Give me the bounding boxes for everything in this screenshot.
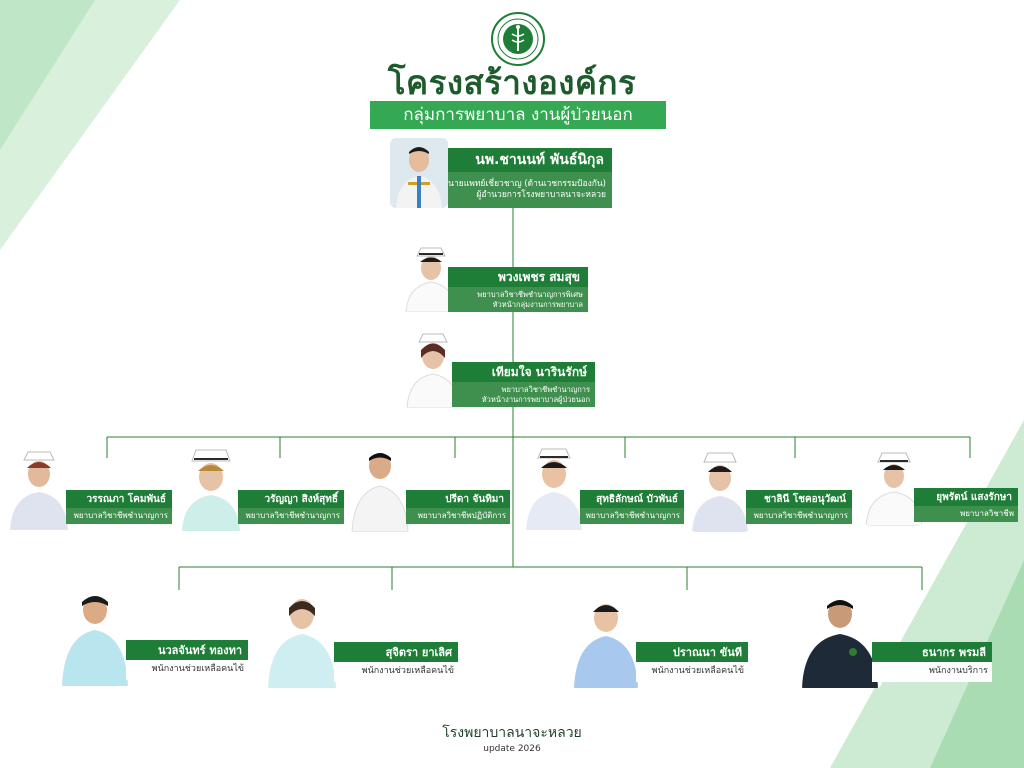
director-photo — [390, 138, 448, 208]
avatar-nurse-icon — [10, 451, 68, 530]
nurse-position: พยาบาลวิชาชีพปฏิบัติการ — [406, 508, 510, 524]
nurse-photo — [178, 447, 244, 531]
nurse-position: พยาบาลวิชาชีพ — [914, 506, 1018, 522]
nursing-head-positions: พยาบาลวิชาชีพชำนาญการพิเศษ หัวหน้ากลุ่มง… — [448, 287, 588, 312]
avatar-nurse-icon — [865, 452, 923, 526]
avatar-uniform-icon — [574, 604, 638, 688]
avatar-uniform-icon — [268, 599, 336, 688]
avatar-uniform-icon — [351, 453, 409, 532]
director-position-1: นายแพทย์เชี่ยวชาญ (ด้านเวชกรรมป้องกัน) — [448, 179, 606, 190]
nurse-name: ปรีดา จันทิมา — [406, 490, 510, 508]
opd-head-name: เทียมใจ นารินรักษ์ — [452, 362, 595, 382]
staff-photo — [798, 590, 882, 688]
avatar-nurse-icon — [406, 333, 460, 408]
avatar-nurse-icon — [182, 449, 240, 531]
page-title: โครงสร้างองค์กร — [387, 63, 637, 102]
staff-name: นวลจันทร์ ทองทา — [126, 640, 248, 660]
nurse-position: พยาบาลวิชาชีพชำนาญการ — [238, 508, 344, 524]
nurse-position: พยาบาลวิชาชีพชำนาญการ — [746, 508, 852, 524]
nurse-name: ชาลินี โชคอนุวัฒน์ — [746, 490, 852, 508]
director-position-2: ผู้อำนวยการโรงพยาบาลนาจะหลวย — [476, 190, 606, 200]
staff-photo — [570, 592, 642, 688]
staff-position: พนักงานช่วยเหลือคนไข้ — [636, 662, 748, 682]
nursing-head-name: พวงเพชร สมสุข — [448, 267, 588, 287]
nurse-photo — [522, 446, 586, 530]
staff-position: พนักงานช่วยเหลือคนไข้ — [126, 660, 248, 680]
nursing-head-position-1: พยาบาลวิชาชีพชำนาญการพิเศษ — [477, 290, 583, 300]
opd-head-positions: พยาบาลวิชาชีพชำนาญการ หัวหน้างานการพยาบา… — [452, 382, 595, 407]
staff-position: พนักงานบริการ — [872, 662, 992, 682]
nurse-position: พยาบาลวิชาชีพชำนาญการ — [66, 508, 172, 524]
footer-hospital-name: โรงพยาบาลนาจะหลวย — [442, 725, 582, 741]
nurse-photo — [690, 450, 750, 532]
staff-name: สุจิตรา ยาเลิศ — [334, 642, 458, 662]
nursing-head-position-2: หัวหน้ากลุ่มงานการพยาบาล — [492, 299, 583, 309]
nurse-name: วรัญญา สิงห์สุทธิ์ — [238, 490, 344, 508]
nurse-position: พยาบาลวิชาชีพชำนาญการ — [580, 508, 684, 524]
moph-logo-icon — [491, 12, 545, 66]
staff-name: ธนากร พรมลี — [872, 642, 992, 662]
opd-head-position-1: พยาบาลวิชาชีพชำนาญการ — [501, 385, 590, 395]
staff-photo — [58, 586, 132, 686]
nurse-name: ยุพรัตน์ แสงรักษา — [914, 488, 1018, 506]
staff-photo — [264, 588, 340, 688]
avatar-nurse-icon — [692, 452, 748, 532]
avatar-nurse-icon — [526, 448, 582, 530]
avatar-uniform-icon — [396, 147, 442, 208]
director-positions: นายแพทย์เชี่ยวชาญ (ด้านเวชกรรมป้องกัน) ผ… — [448, 172, 612, 208]
staff-name: ปราณนา ขันที — [636, 642, 748, 662]
opd-head-position-2: หัวหน้างานการพยาบาลผู้ป่วยนอก — [481, 394, 590, 404]
director-name: นพ.ชานนท์ พันธ์นิกุล — [448, 148, 612, 172]
nurse-photo — [348, 444, 412, 532]
avatar-uniform-icon — [62, 596, 128, 686]
page-subtitle: กลุ่มการพยาบาล งานผู้ป่วยนอก — [370, 101, 666, 129]
nurse-photo — [6, 450, 72, 530]
staff-position: พนักงานช่วยเหลือคนไข้ — [334, 662, 458, 682]
footer-update-text: update 2026 — [483, 744, 541, 754]
nurse-name: วรรณภา โคมพันธ์ — [66, 490, 172, 508]
nurse-name: สุทธิลักษณ์ บัวพันธ์ — [580, 490, 684, 508]
avatar-uniform-icon — [802, 600, 878, 688]
